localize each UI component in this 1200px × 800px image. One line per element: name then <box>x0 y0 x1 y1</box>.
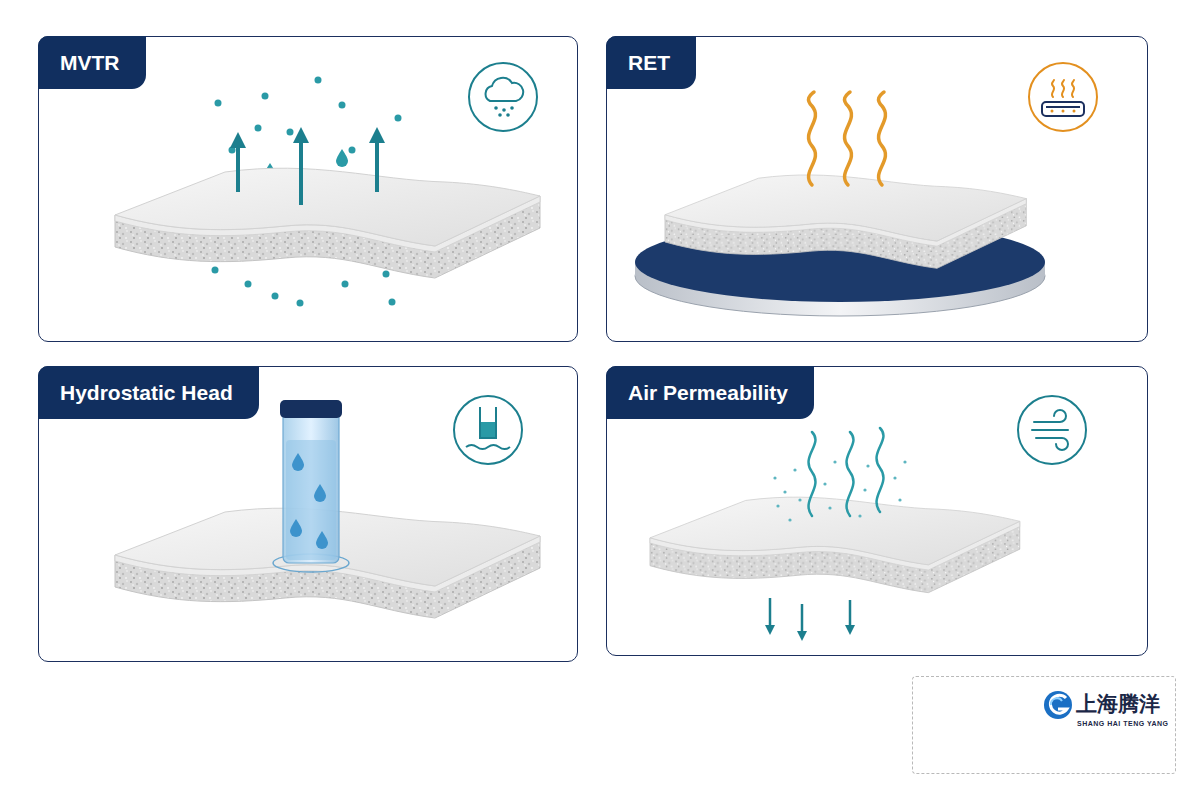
company-name: 上海腾洋 <box>1076 691 1160 717</box>
property-panel: Hydrostatic Head <box>38 366 578 662</box>
property-panel: Air Permeability <box>606 366 1148 656</box>
hydrostatic-illustration <box>115 400 540 618</box>
logo-box: 上海腾洋 SHANG HAI TENG YANG <box>912 676 1176 774</box>
mvtr-illustration <box>115 77 540 307</box>
panel-heading: MVTR <box>38 36 146 89</box>
logo-mark <box>1022 677 1175 773</box>
property-panel: RET <box>606 36 1148 342</box>
cloud-icon <box>469 63 537 131</box>
wind-icon <box>1018 396 1086 464</box>
property-panel: MVTR <box>38 36 578 342</box>
beaker-icon <box>454 396 522 464</box>
panel-heading: Hydrostatic Head <box>38 366 259 419</box>
company-pinyin: SHANG HAI TENG YANG <box>1077 719 1169 728</box>
panel-heading: Air Permeability <box>606 366 814 419</box>
heat-plate-icon <box>1029 63 1097 131</box>
panel-heading: RET <box>606 36 696 89</box>
ret-illustration <box>635 92 1045 316</box>
air-illustration <box>650 428 1020 636</box>
